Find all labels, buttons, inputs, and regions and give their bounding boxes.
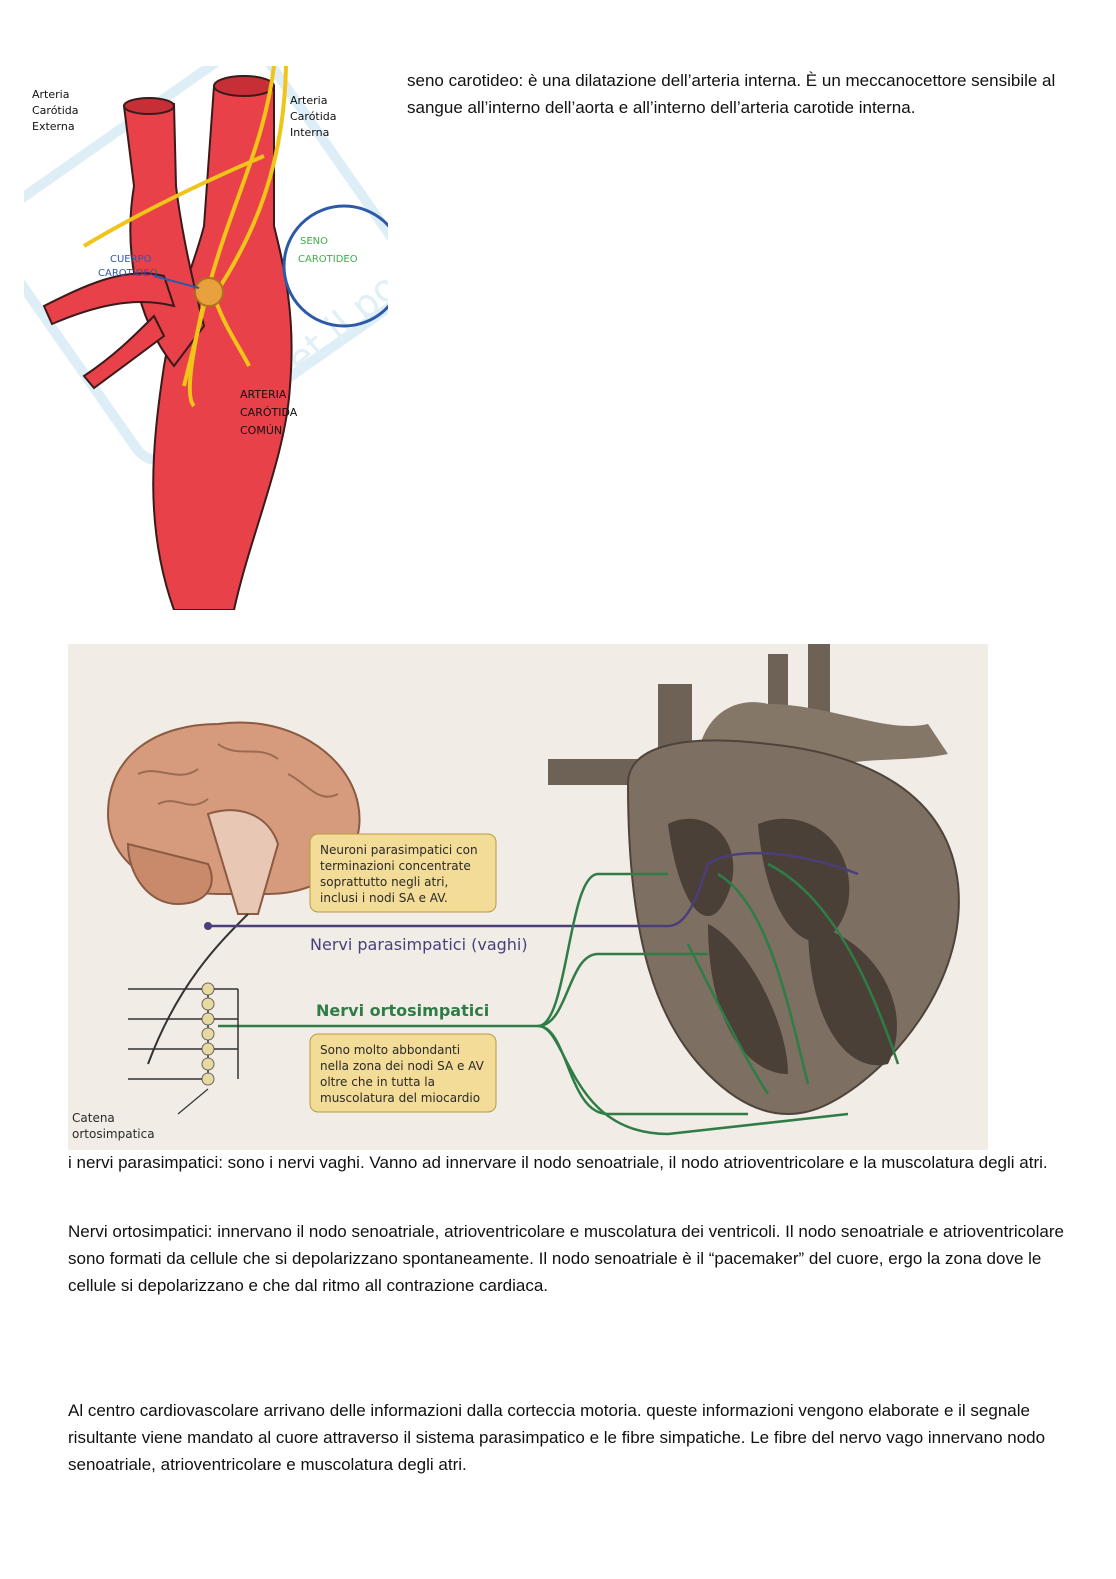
carotid-artery-figure: Skuola.net il portale dello studente Art… <box>24 66 388 610</box>
heart-illustration <box>548 644 960 1115</box>
label-internal-2: Carótida <box>290 110 337 123</box>
callout-sym-line-4: muscolatura del miocardio <box>320 1091 480 1105</box>
chain-label-2: ortosimpatica <box>72 1127 155 1141</box>
label-common-2: CARÓTIDA <box>240 406 298 419</box>
vagus-nerve-path <box>208 851 859 928</box>
paragraph-parasympathetic: i nervi parasimpatici: sono i nervi vagh… <box>68 1153 1048 1172</box>
heart-innervation-figure: Neuroni parasimpatici con terminazioni c… <box>68 644 988 1150</box>
sympathetic-label: Nervi ortosimpatici <box>316 1001 489 1020</box>
label-sinus-2: CAROTIDEO <box>298 254 358 265</box>
label-sinus-1: SENO <box>300 236 328 247</box>
callout-sym-line-1: Sono molto abbondanti <box>320 1043 460 1057</box>
label-body-2: CAROTÍDEO <box>98 266 158 279</box>
paragraph-sympathetic: Nervi ortosimpatici: innervano il nodo s… <box>68 1222 1064 1295</box>
parasympathetic-callout <box>309 833 497 913</box>
callout-para-line-3: soprattutto negli atri, <box>320 875 448 889</box>
paragraph-cardiovascular-center: Al centro cardiovascolare arrivano delle… <box>68 1401 1046 1474</box>
vagus-label: Nervi parasimpatici (vaghi) <box>310 935 528 954</box>
carotid-sinus-circle <box>282 204 388 328</box>
vagus-origin-dot <box>204 922 212 930</box>
label-external-1: Arteria <box>32 88 69 101</box>
branch-artery <box>42 272 176 326</box>
label-internal-3: Interna <box>290 126 329 139</box>
carotid-body <box>194 277 224 307</box>
external-carotid-opening <box>123 97 175 115</box>
label-internal-1: Arteria <box>290 94 327 107</box>
chain-label-1: Catena <box>72 1111 115 1125</box>
sympathetic-chain <box>128 982 239 1115</box>
label-common-1: ARTERIA <box>240 388 287 401</box>
branch-artery-lower <box>82 314 166 390</box>
label-body-1: CUERPO <box>110 254 152 265</box>
sympathetic-callout <box>309 1033 497 1113</box>
label-common-3: COMÚN <box>240 424 282 437</box>
paragraph-carotid-sinus: seno carotideo: è una dilatazione dell’a… <box>407 71 1056 117</box>
callout-para-line-2: terminazioni concentrate <box>320 859 471 873</box>
external-carotid-artery <box>122 102 206 368</box>
internal-carotid-opening <box>213 75 275 97</box>
label-external-3: Externa <box>32 120 75 133</box>
sympathetic-nerve-paths <box>218 862 900 1136</box>
callout-para-line-4: inclusi i nodi SA e AV. <box>320 891 448 905</box>
callout-sym-line-2: nella zona dei nodi SA e AV <box>320 1059 485 1073</box>
callout-sym-line-3: oltre che in tutta la <box>320 1075 435 1089</box>
carotid-body-arrow <box>153 275 200 289</box>
label-external-2: Carótida <box>32 104 79 117</box>
brain-illustration <box>106 721 361 915</box>
callout-para-line-1: Neuroni parasimpatici con <box>320 843 478 857</box>
